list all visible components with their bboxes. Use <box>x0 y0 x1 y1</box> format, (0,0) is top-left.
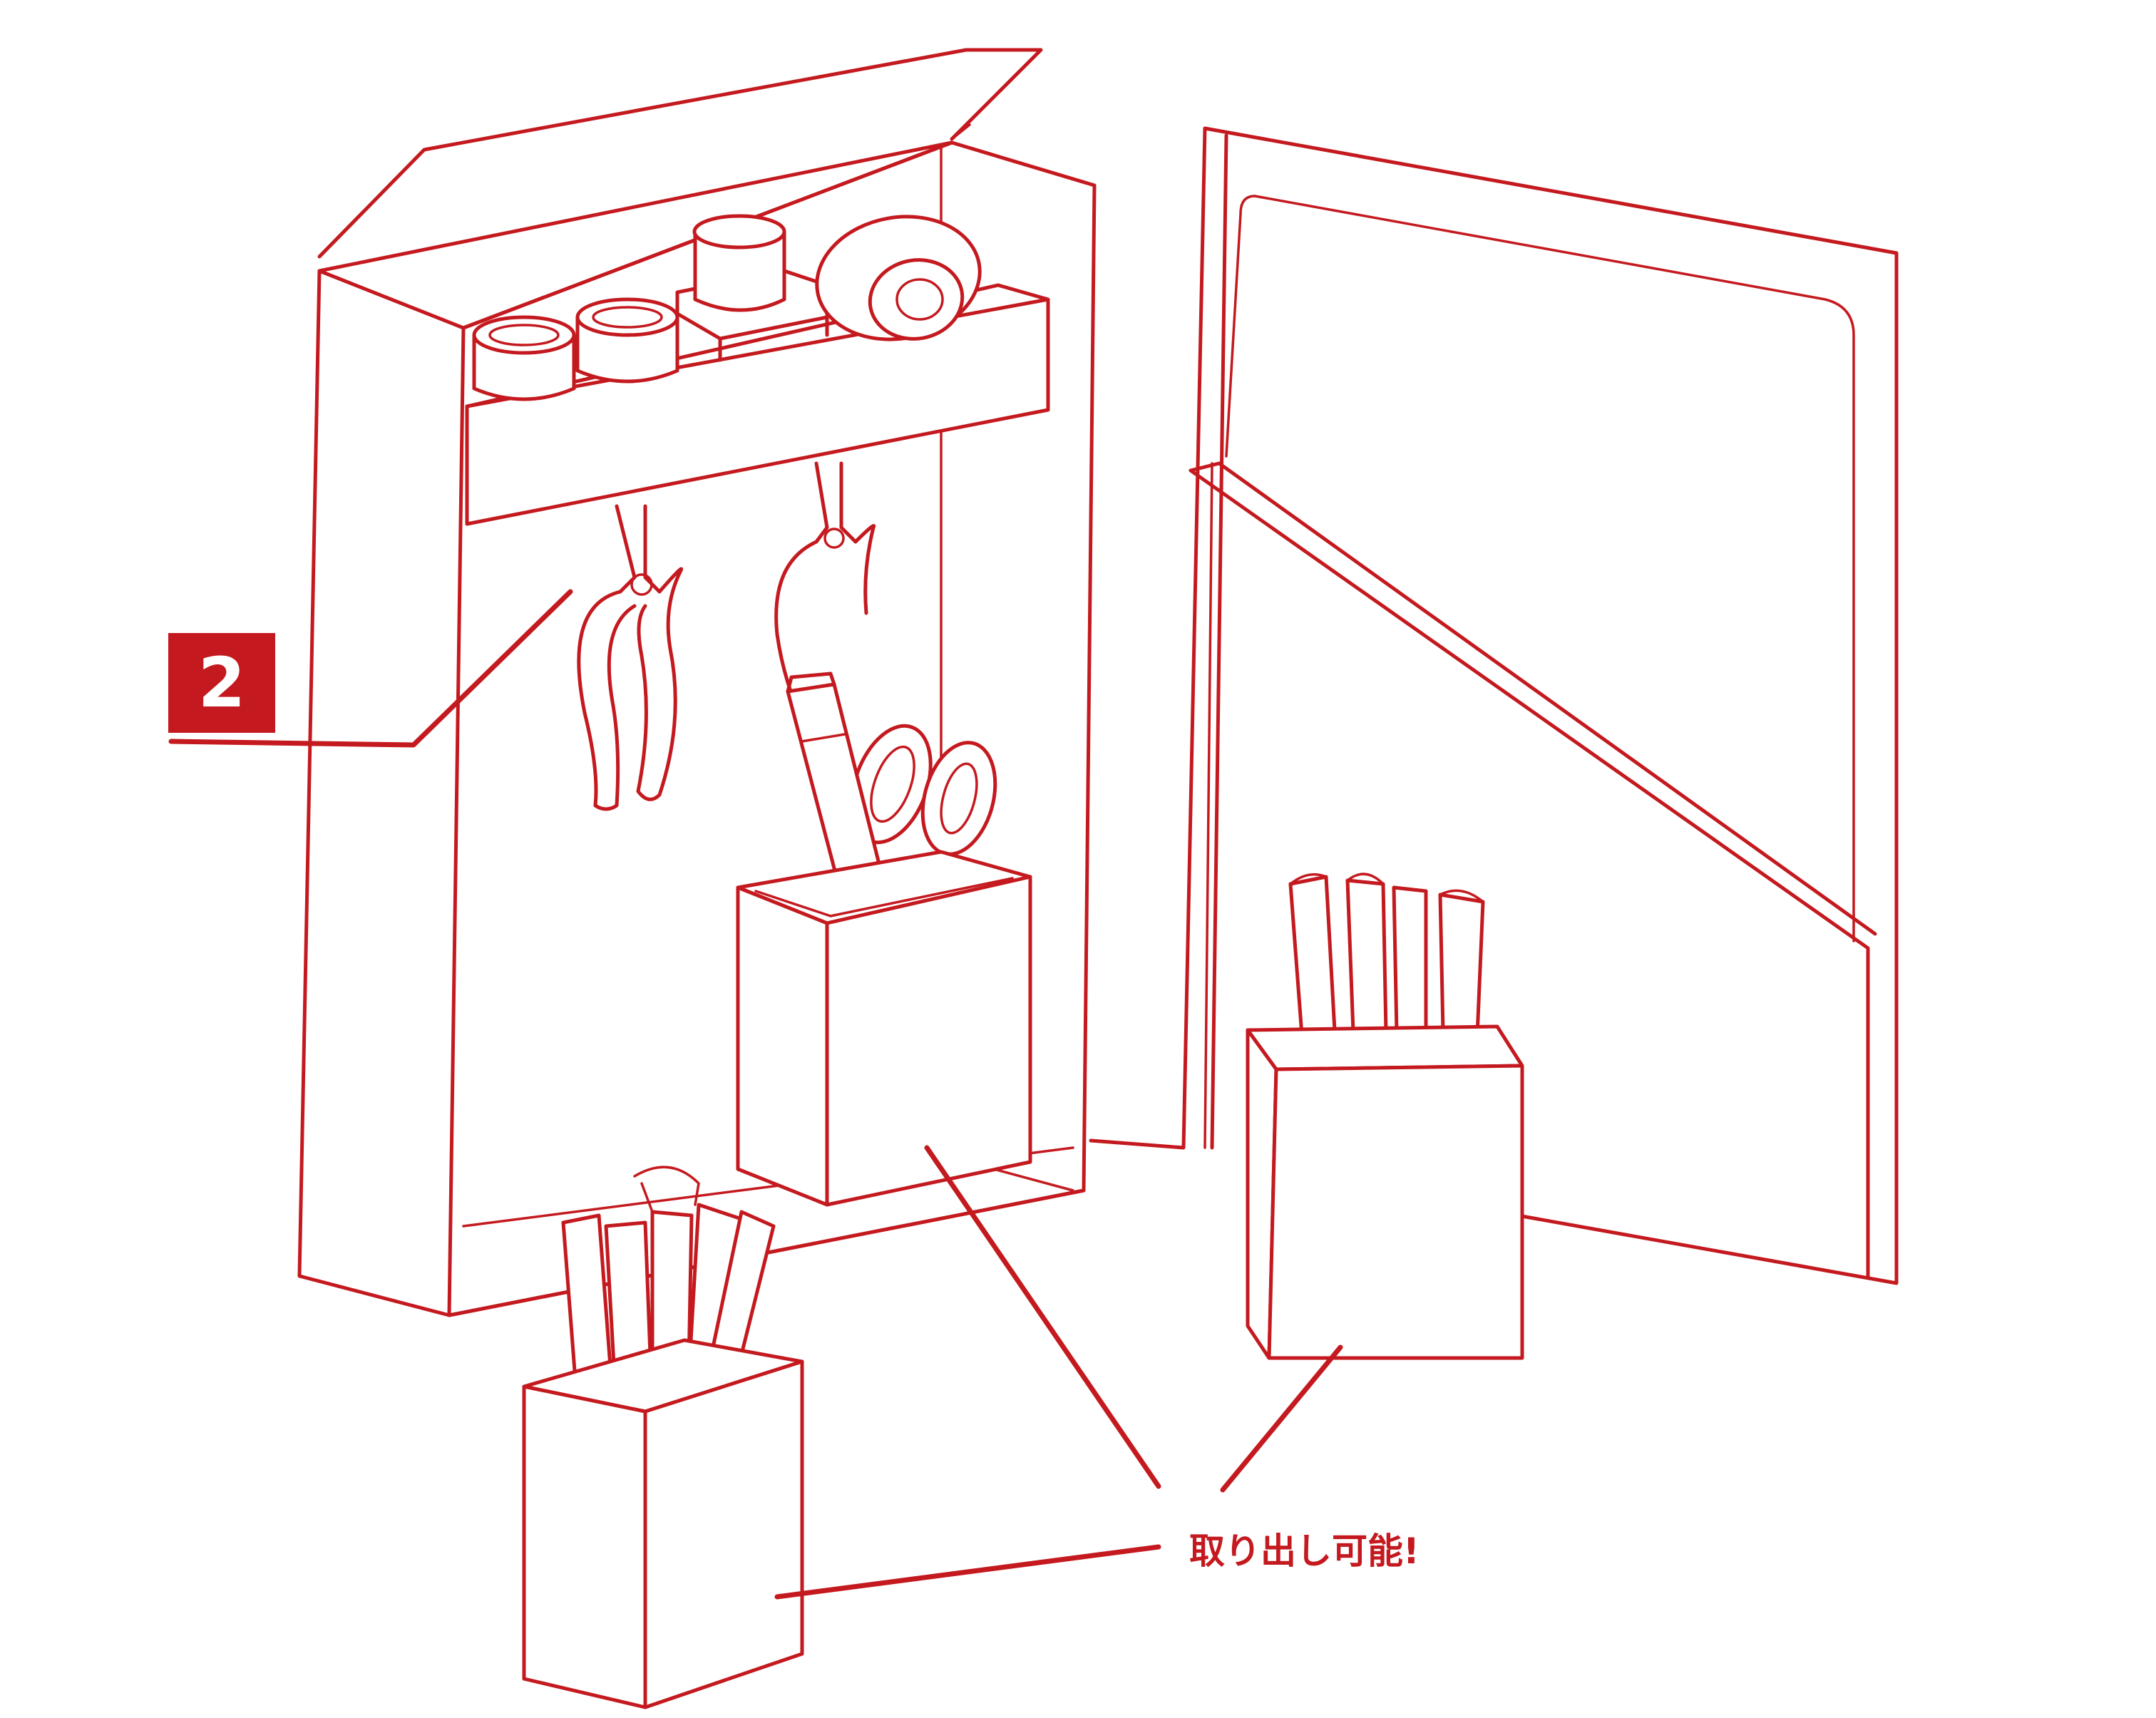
scissors <box>850 724 997 856</box>
tape-roll-2 <box>575 297 679 384</box>
leader-badge <box>168 589 573 748</box>
tape-roll-1 <box>472 315 576 401</box>
leader-right-cup <box>1220 1344 1343 1493</box>
case-lid <box>317 48 1043 259</box>
cup-center <box>736 850 1032 1207</box>
step-badge: 2 <box>168 633 275 733</box>
removable-callout: 取り出し可能! <box>1189 1531 1420 1572</box>
leader-center-cup <box>924 1145 1161 1489</box>
tape-roll-4 <box>815 215 982 341</box>
leader-front-cup <box>774 1544 1161 1600</box>
cup-right <box>1246 1024 1524 1360</box>
tape-roll-3 <box>692 214 786 312</box>
right-door <box>1089 126 1899 1285</box>
cup-front <box>522 1338 804 1709</box>
pliers-left <box>577 504 684 811</box>
